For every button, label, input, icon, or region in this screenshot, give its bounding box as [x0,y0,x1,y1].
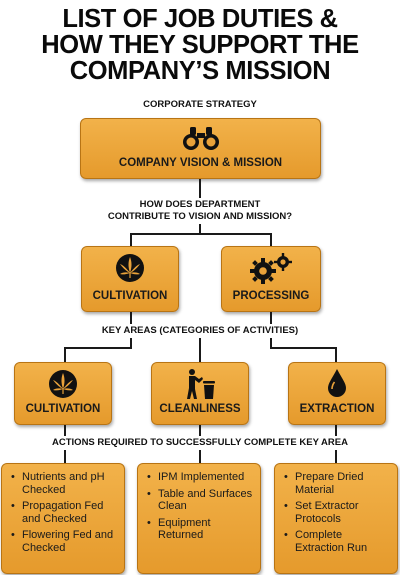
connector-line [270,347,337,349]
gears-icon [250,253,292,284]
trash-can-icon [187,369,215,399]
page-title-line-1: LIST OF JOB DUTIES & [62,5,338,33]
cannabis-leaf-icon [116,254,144,282]
list-item: Prepare Dried Material [283,471,393,496]
list-item: Table and Surfaces Clean [146,488,256,513]
cannabis-leaf-icon [49,370,77,398]
connector-line [270,312,272,324]
connector-line [130,233,272,235]
key-area-box-cleanliness: CLEANLINESS [151,362,249,425]
list-item: Complete Extraction Run [283,529,393,554]
action-list-cultivation: Nutrients and pH Checked Propagation Fed… [10,471,120,558]
connector-line [130,233,132,247]
connector-line [64,347,66,363]
key-area-label-cleanliness: CLEANLINESS [159,403,241,415]
connector-line [270,338,272,348]
action-box-cultivation: Nutrients and pH Checked Propagation Fed… [1,463,125,574]
question-label-line-1: HOW DOES DEPARTMENT [139,199,261,210]
list-item: Flowering Fed and Checked [10,529,120,554]
key-area-box-cultivation: CULTIVATION [14,362,112,425]
connector-line [199,179,201,198]
list-item: Nutrients and pH Checked [10,471,120,496]
binoculars-icon [182,127,219,150]
connector-line [199,224,201,234]
connector-line [199,450,201,464]
action-list-extraction: Prepare Dried Material Set Extractor Pro… [283,471,393,558]
key-area-label-extraction: EXTRACTION [299,403,375,415]
action-box-extraction: Prepare Dried Material Set Extractor Pro… [274,463,398,574]
vision-mission-label: COMPANY VISION & MISSION [118,157,283,169]
corporate-strategy-label: CORPORATE STRATEGY [143,99,257,110]
list-item: IPM Implemented [146,471,256,484]
actions-label: ACTIONS REQUIRED TO SUCCESSFULLY COMPLET… [52,437,348,448]
connector-line [335,347,337,363]
connector-line [64,347,132,349]
department-box-processing: PROCESSING [221,246,321,312]
connector-line [199,338,201,363]
connector-line [199,425,201,436]
list-item: Equipment Returned [146,517,256,542]
key-area-box-extraction: EXTRACTION [288,362,386,425]
key-area-label-cultivation: CULTIVATION [25,403,101,415]
connector-line [270,233,272,247]
department-label-processing: PROCESSING [232,290,310,302]
department-box-cultivation: CULTIVATION [81,246,179,312]
connector-line [130,312,132,324]
connector-line [64,450,66,464]
list-item: Set Extractor Protocols [283,500,393,525]
action-list-cleanliness: IPM Implemented Table and Surfaces Clean… [146,471,256,546]
connector-line [64,425,66,436]
connector-line [335,425,337,436]
department-label-cultivation: CULTIVATION [92,290,168,302]
vision-mission-box: COMPANY VISION & MISSION [80,118,321,179]
page-title-line-2: HOW THEY SUPPORT THE [41,31,359,59]
key-areas-label: KEY AREAS (CATEGORIES OF ACTIVITIES) [101,325,299,336]
connector-line [130,338,132,348]
oil-drop-icon [328,369,346,397]
action-box-cleanliness: IPM Implemented Table and Surfaces Clean… [137,463,261,574]
question-label-line-2: CONTRIBUTE TO VISION AND MISSION? [107,211,293,222]
connector-line [335,450,337,464]
list-item: Propagation Fed and Checked [10,500,120,525]
page-title-line-3: COMPANY’S MISSION [69,57,331,85]
